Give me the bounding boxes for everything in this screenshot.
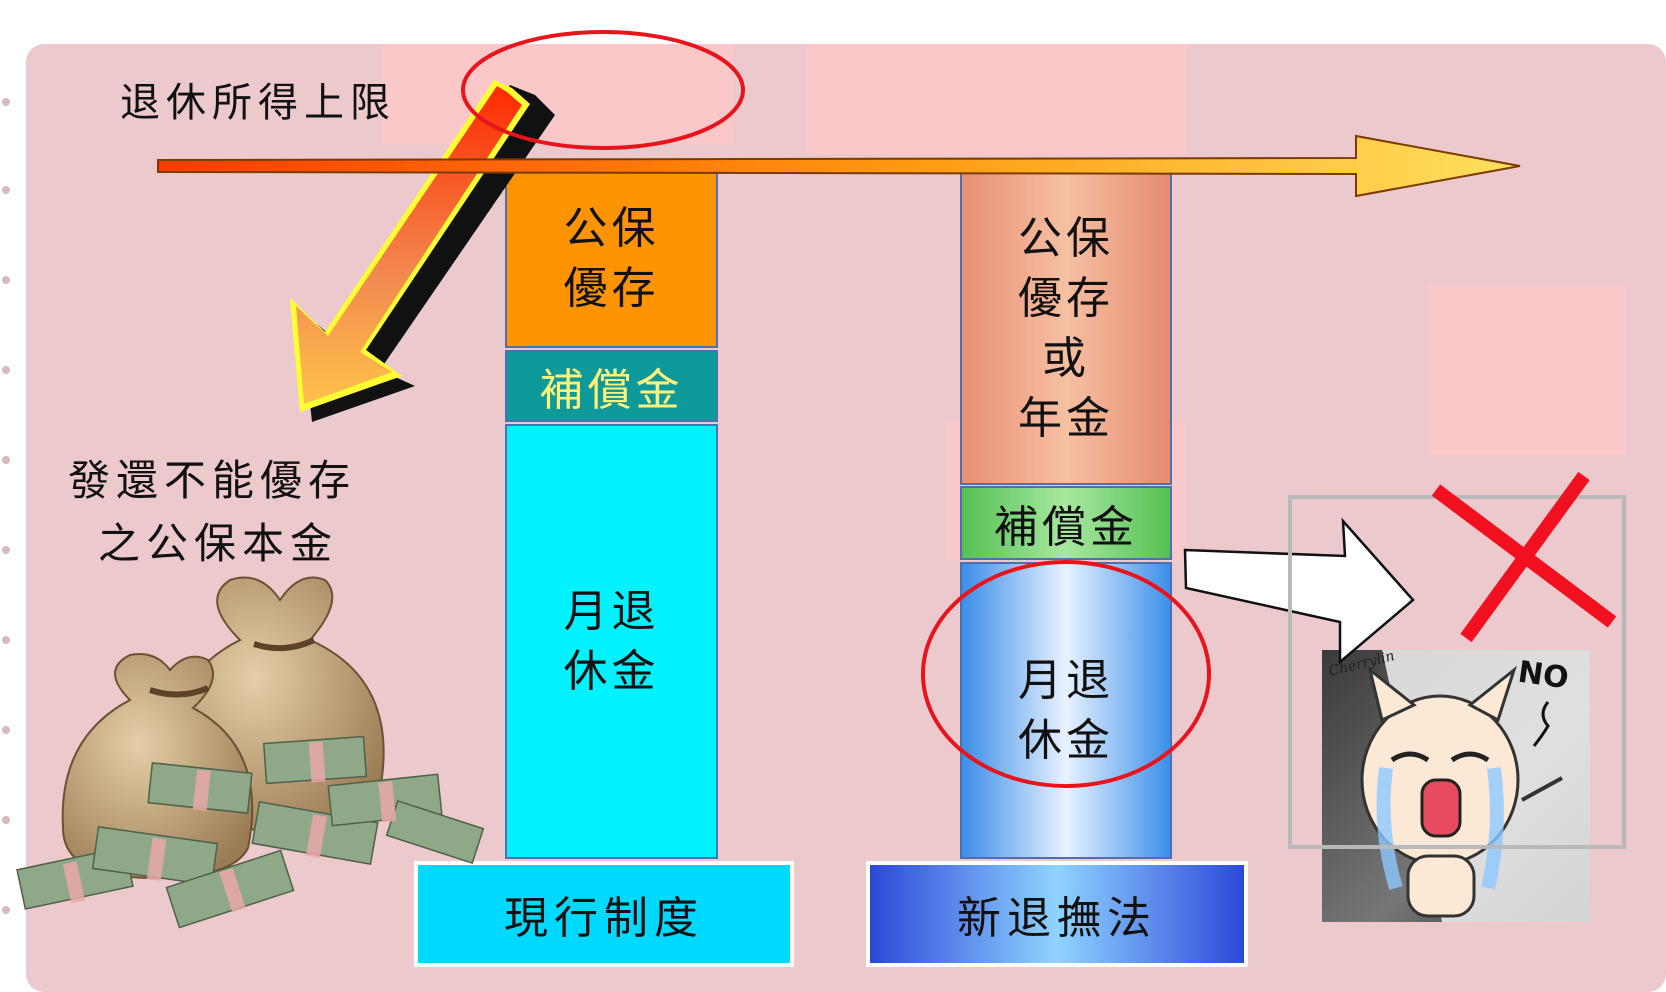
- highlight-block: [1428, 285, 1625, 455]
- new-gongbao-line4: 年金: [1018, 392, 1114, 444]
- crying-cartoon-image: NO Cherrylin: [1322, 650, 1590, 922]
- current-monthly-line1: 月退: [563, 585, 660, 637]
- cartoon-no-text: NO: [1515, 654, 1571, 697]
- current-monthly-pension-segment: 月退 休金: [505, 424, 718, 859]
- new-gongbao-line1: 公保: [1018, 212, 1114, 264]
- new-compensation-label: 補償金: [994, 502, 1138, 553]
- current-system-caption: 現行制度: [414, 861, 794, 967]
- returned-principal-note-line2: 之公保本金: [98, 519, 339, 568]
- current-compensation-segment: 補償金: [505, 350, 718, 422]
- highlight-block: [383, 44, 733, 144]
- new-gongbao-line2: 優存: [1018, 272, 1114, 324]
- highlight-block: [807, 44, 1187, 154]
- returned-principal-note-line1: 發還不能優存: [68, 456, 357, 505]
- retirement-income-cap-label: 退休所得上限: [120, 80, 396, 126]
- current-compensation-label: 補償金: [539, 365, 684, 416]
- slide-edge-dots: [2, 98, 10, 914]
- current-system-caption-text: 現行制度: [504, 893, 704, 944]
- new-law-caption: 新退撫法: [866, 861, 1248, 967]
- new-compensation-segment: 補償金: [960, 486, 1172, 560]
- current-gongbao-segment: 公保 優存: [505, 170, 718, 348]
- current-gongbao-line1: 公保: [563, 203, 660, 254]
- new-gongbao-line3: 或: [1042, 332, 1090, 384]
- current-monthly-line2: 休金: [563, 645, 660, 697]
- new-monthly-line2: 休金: [1018, 714, 1114, 766]
- new-monthly-line1: 月退: [1018, 654, 1114, 706]
- new-gongbao-segment: 公保 優存 或 年金: [960, 172, 1172, 485]
- current-gongbao-line2: 優存: [563, 263, 660, 314]
- new-law-caption-text: 新退撫法: [957, 893, 1157, 944]
- new-monthly-pension-segment: 月退 休金: [960, 562, 1172, 859]
